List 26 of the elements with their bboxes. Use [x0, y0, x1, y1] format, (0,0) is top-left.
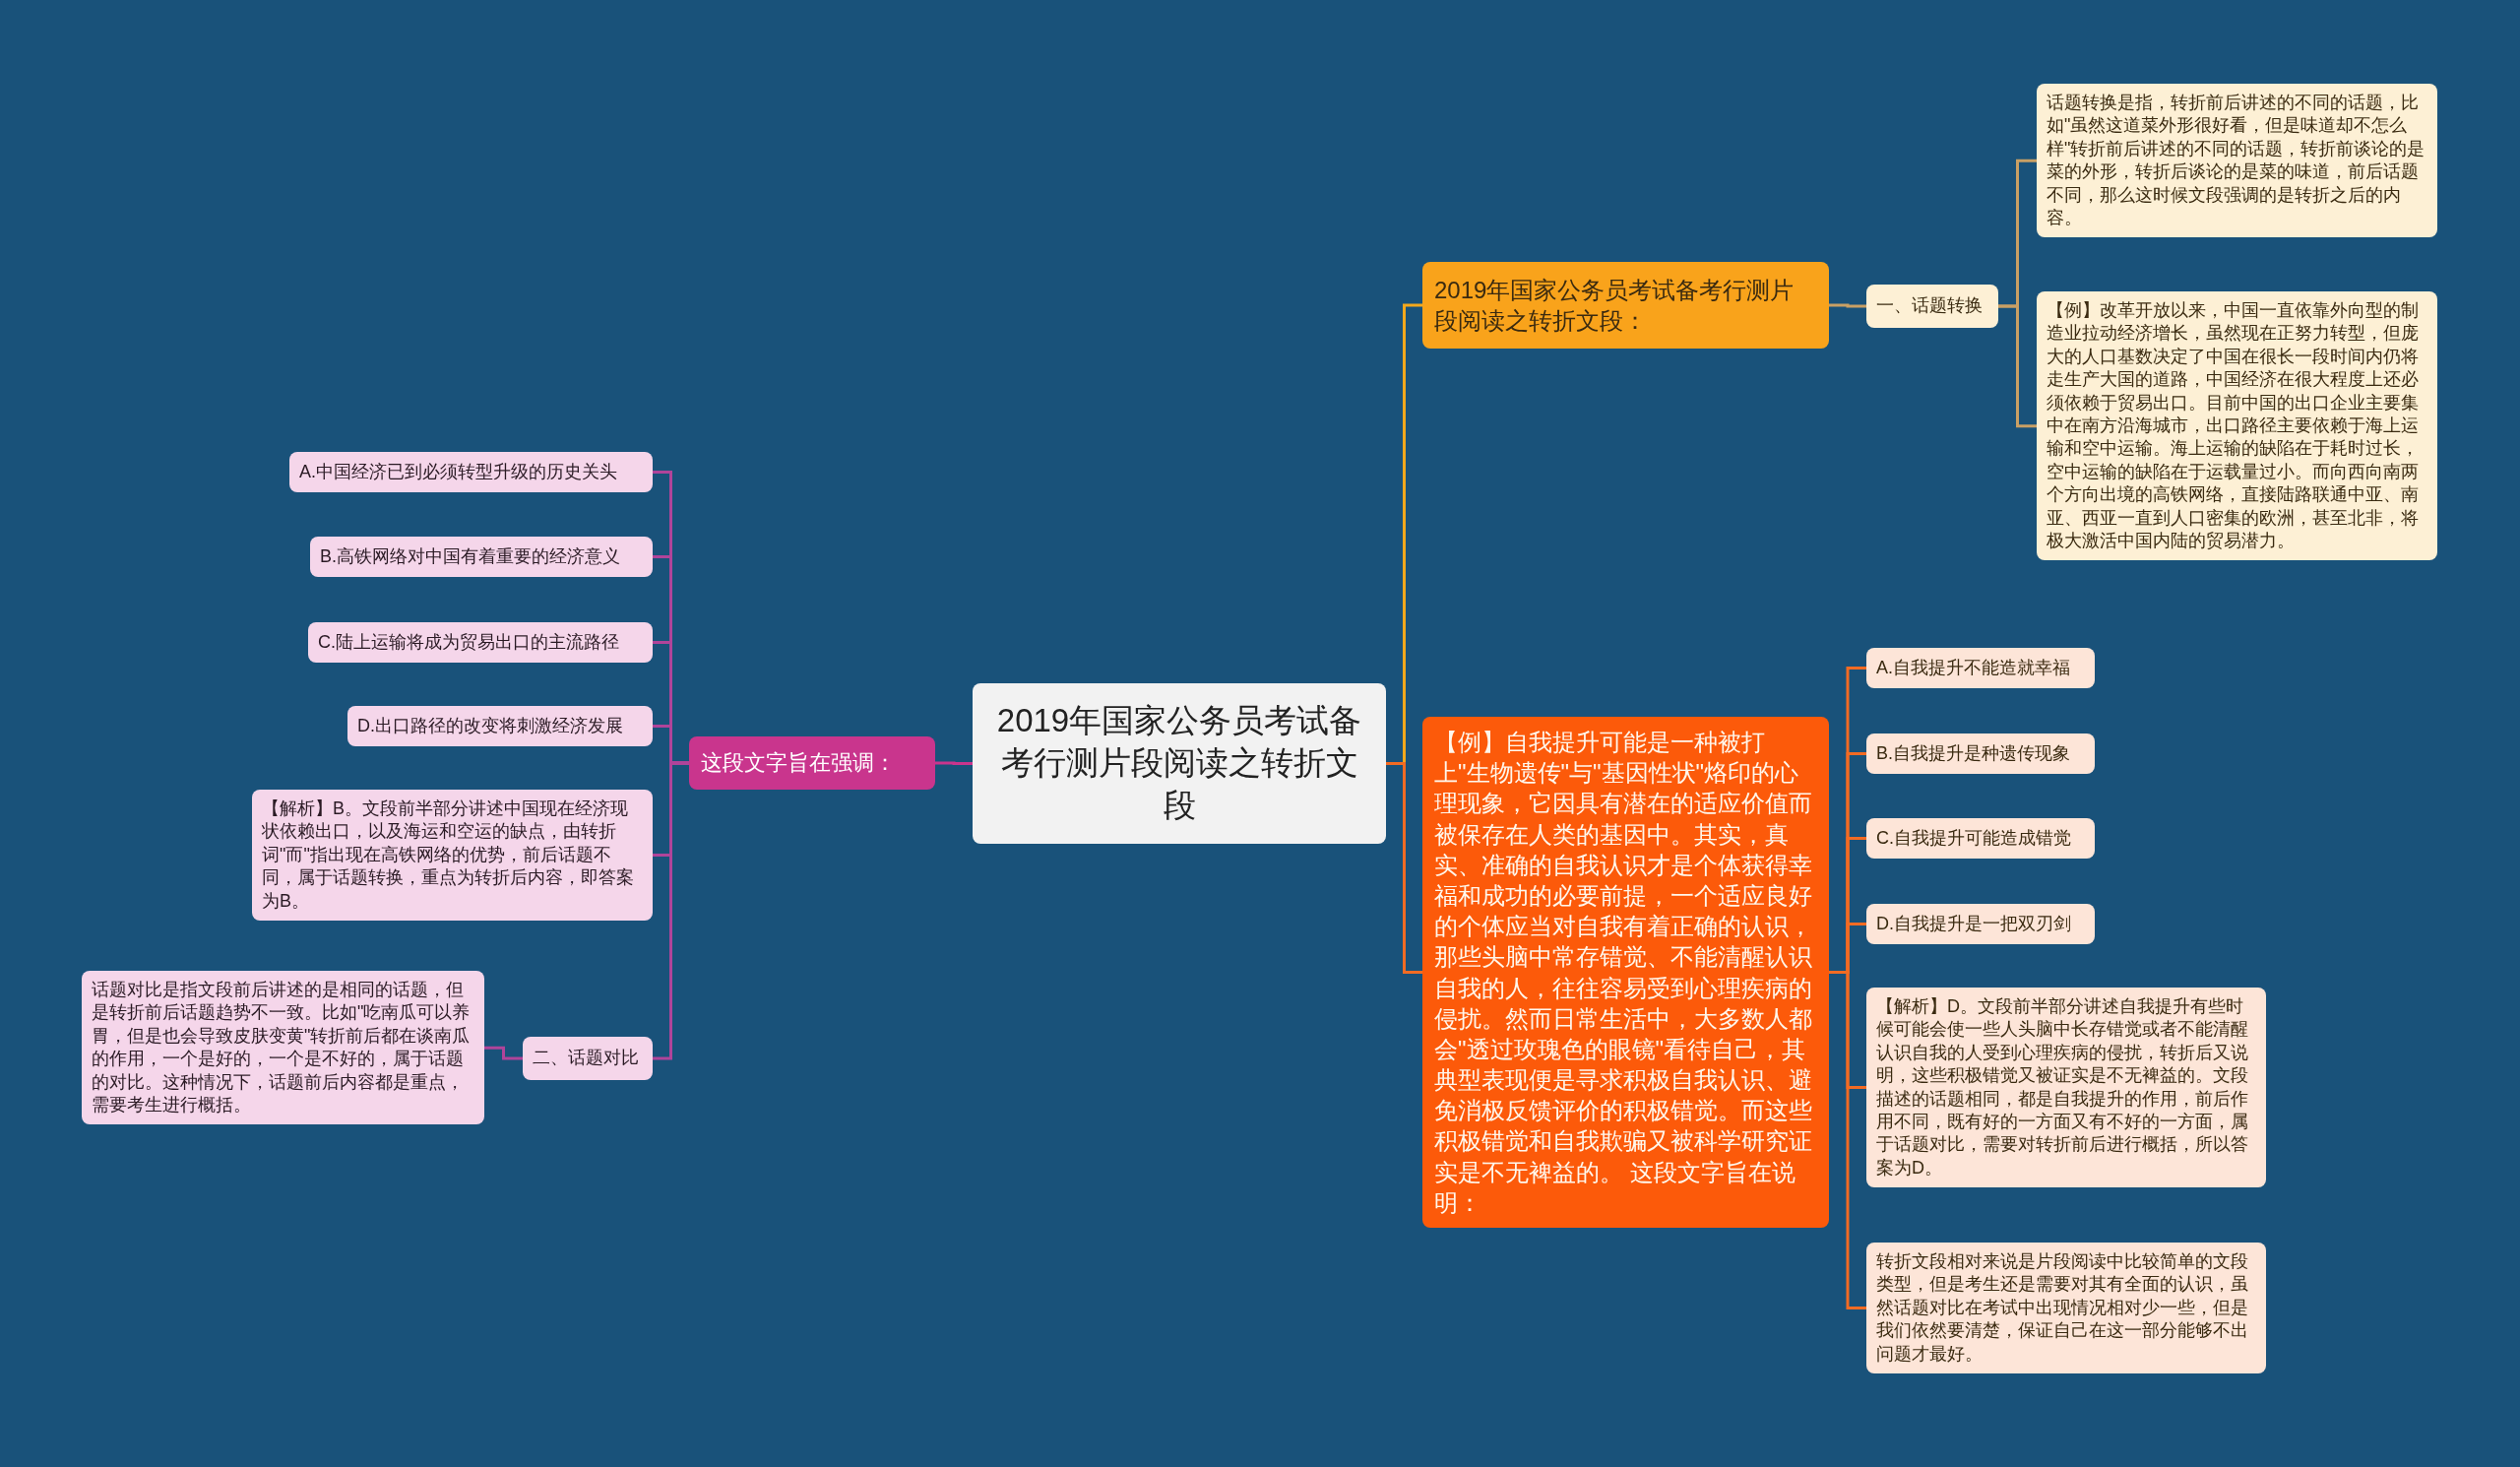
note-box: A.中国经济已到必须转型升级的历史关头: [289, 452, 653, 492]
note-box: A.自我提升不能造就幸福: [1866, 648, 2095, 688]
connector-line: [935, 761, 973, 765]
note-box: 【解析】D。文段前半部分讲述自我提升有些时候可能会使一些人头脑中长存错觉或者不能清醒认识自我的人受到心理疾病的侵扰，转折后又说明，这些积极错觉又被证实是不无裨益的。文段描述的话题相同，都是自我提升的作用，前后作用不同，既有好的一方面又有不好的一方面，属于话题对比，需要对转折前后进行概括，所以答案为D。: [1866, 988, 2266, 1188]
note-box: 二、话题对比: [523, 1037, 653, 1080]
note-box: 话题转换是指，转折前后讲述的不同的话题，比如"虽然这道菜外形很好看，但是味道却不怎么样"转折前后讲述的不同的话题，转折前谈论的是菜的外形，转折后谈论的是菜的味道，前后话题不同，那么这时候文段强调的是转折之后的内容。: [2037, 84, 2437, 238]
connector-line: [484, 1046, 523, 1060]
branch-topic-box: 这段文字旨在强调：: [689, 736, 935, 790]
note-box: 【解析】B。文段前半部分讲述中国现在经济现状依赖出口，以及海运和空运的缺点，由转折词"而"指出现在高铁网络的优势，前后话题不同，属于话题转换，重点为转折后内容，即答案为B。: [252, 790, 653, 921]
connector-line: [1998, 304, 2037, 428]
note-box: 转折文段相对来说是片段阅读中比较简单的文段类型，但是考生还是需要对其有全面的认识，虽然话题对比在考试中出现情况相对少一些，但是我们依然要清楚，保证自己在这一部分能够不出问题才最好。: [1866, 1243, 2266, 1373]
connector-line: [1829, 303, 1866, 308]
note-box: B.高铁网络对中国有着重要的经济意义: [310, 537, 653, 577]
root-topic-box: 2019年国家公务员考试备考行测片段阅读之转折文段: [973, 683, 1386, 844]
note-box: D.自我提升是一把双刃剑: [1866, 904, 2095, 944]
note-box: C.陆上运输将成为贸易出口的主流路径: [308, 622, 653, 663]
note-box: B.自我提升是种遗传现象: [1866, 734, 2095, 774]
note-box: 【例】改革开放以来，中国一直依靠外向型的制造业拉动经济增长，虽然现在正努力转型，但庞大的人口基数决定了中国在很长一段时间内仍将走生产大国的道路，中国经济在很大程度上还必须依赖于贸易出口。目前中国的出口企业主要集中在南方沿海城市，出口路径主要依赖于海上运输和空中运输。海上运输的缺陷在于耗时过长，空中运输的缺陷在于运载量过小。而向西向南两个方向出境的高铁网络，直接陆路联通中亚、南亚、西亚一直到人口密集的欧洲，甚至北非，将极大激活中国内陆的贸易潜力。: [2037, 291, 2437, 561]
example-passage-box: 【例】自我提升可能是一种被打上"生物遗传"与"基因性状"烙印的心理现象，它因具有潜在的适应价值而被保存在人类的基因中。其实，真实、准确的自我认识才是个体获得幸福和成功的必要前提，一个适应良好的个体应当对自我有着正确的认识，那些头脑中常存错觉、不能清醒认识自我的人，往往容易受到心理疾病的侵扰。然而日常生活中，大多数人都会"透过玫瑰色的眼镜"看待自己，其典型表现便是寻求积极自我认识、避免消极反馈评价的积极错觉。而这些积极错觉和自我欺骗又被科学研究证实是不无裨益的。 这段文字旨在说明：: [1422, 717, 1829, 1228]
branch-topic-box: 2019年国家公务员考试备考行测片段阅读之转折文段：: [1422, 262, 1829, 349]
note-box: C.自我提升可能造成错觉: [1866, 818, 2095, 859]
connector-line: [653, 761, 689, 1060]
note-box: 话题对比是指文段前后讲述的是相同的话题，但是转折前后话题趋势不一致。比如"吃南瓜可以养胃，但是也会导致皮肤变黄"转折前后都在谈南瓜的作用，一个是好的，一个是不好的，属于话题的对比。这种情况下，话题前后内容都是重点，需要考生进行概括。: [82, 971, 484, 1125]
note-box: 一、话题转换: [1866, 285, 1998, 328]
connector-line: [1386, 762, 1422, 974]
note-box: D.出口路径的改变将刺激经济发展: [347, 706, 653, 746]
